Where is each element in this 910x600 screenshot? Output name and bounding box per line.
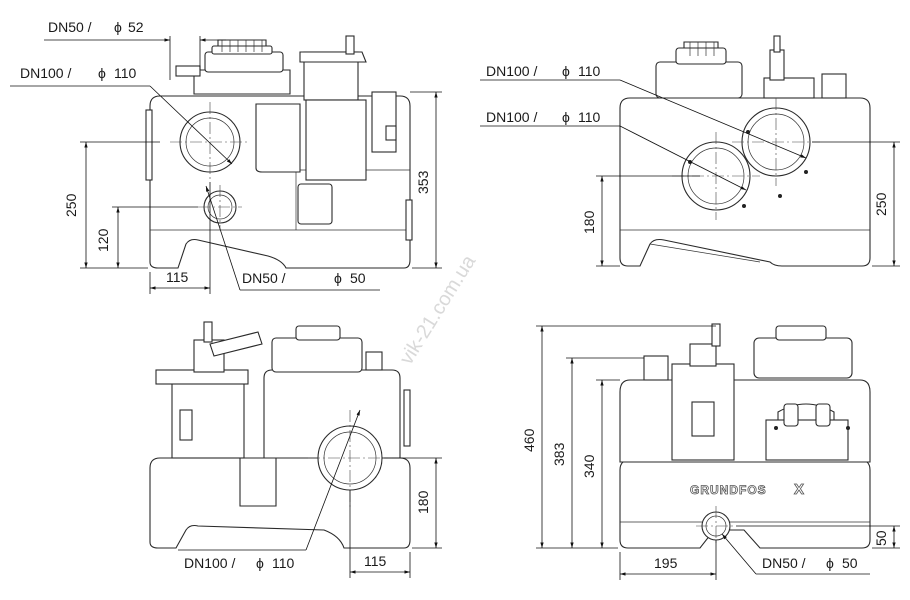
diameter-symbol: ϕ <box>256 555 264 571</box>
dn50-front-diameter: 50 <box>842 555 858 571</box>
view-side-right: DN100 / ϕ 110 115 180 <box>149 321 442 578</box>
dn50-front-label: DN50 / <box>762 555 806 571</box>
dn100-lower-label: DN100 / <box>486 109 537 125</box>
view-front: GRUNDFOS X DN50 / ϕ 50 195 460 383 340 5… <box>521 323 900 580</box>
diameter-symbol: ϕ <box>826 555 834 571</box>
brand-logo-mark: X <box>794 481 805 498</box>
dim-383: 383 <box>551 442 567 466</box>
dn50-outlet-label: DN50 / <box>242 270 286 286</box>
dim-340: 340 <box>581 454 597 478</box>
dn50-top-diameter: 52 <box>128 19 144 35</box>
diameter-symbol: ϕ <box>562 63 570 79</box>
dim-180-right: 180 <box>415 490 431 514</box>
dn100-inlet-right-diameter: 110 <box>272 555 295 571</box>
dim-250-back: 250 <box>873 192 889 216</box>
dim-120-left: 120 <box>95 228 111 252</box>
dn50-outlet-diameter: 50 <box>350 270 366 286</box>
dim-250-left: 250 <box>63 193 79 217</box>
view-side-left: DN50 / ϕ 52 DN100 / ϕ 110 DN50 / ϕ 50 11… <box>10 19 442 294</box>
dn100-upper-label: DN100 / <box>486 63 537 79</box>
dim-353: 353 <box>415 170 431 194</box>
dn50-top-label: DN50 / <box>48 19 92 35</box>
dim-50-front: 50 <box>873 530 889 546</box>
view-back: DN100 / ϕ 110 DN100 / ϕ 110 180 250 <box>480 35 900 267</box>
dn100-inlet-label: DN100 / <box>20 65 71 81</box>
diameter-symbol: ϕ <box>98 65 106 81</box>
dim-195: 195 <box>654 555 678 571</box>
dim-115-left: 115 <box>166 269 189 285</box>
dn100-upper-diameter: 110 <box>578 63 601 79</box>
dn100-inlet-right-label: DN100 / <box>184 555 235 571</box>
diameter-symbol: ϕ <box>334 270 342 286</box>
diameter-symbol: ϕ <box>562 109 570 125</box>
brand-logo-text: GRUNDFOS <box>690 483 767 497</box>
dn100-inlet-diameter: 110 <box>114 65 137 81</box>
dim-180-back: 180 <box>581 210 597 234</box>
dim-115-right: 115 <box>364 553 387 569</box>
dim-460: 460 <box>521 428 537 452</box>
diameter-symbol: ϕ <box>114 19 122 35</box>
dn100-lower-diameter: 110 <box>578 109 601 125</box>
